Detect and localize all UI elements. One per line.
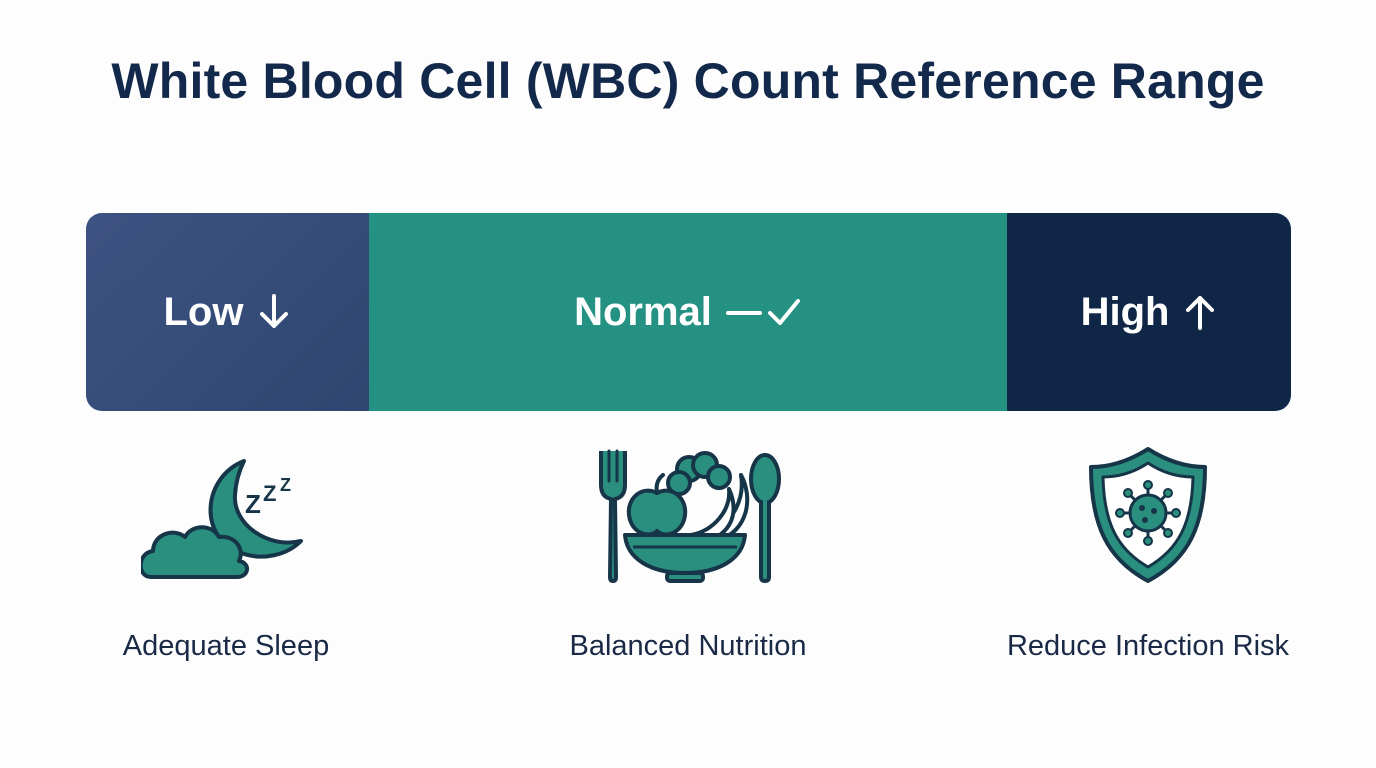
- svg-text:Z: Z: [280, 475, 291, 495]
- tip-label-infection: Reduce Infection Risk: [1006, 630, 1290, 662]
- tip-label-nutrition: Balanced Nutrition: [569, 630, 807, 662]
- tip-reduce-infection-risk: Reduce Infection Risk: [988, 440, 1308, 663]
- page-title: White Blood Cell (WBC) Count Reference R…: [111, 53, 1265, 109]
- shield-virus-icon: [1083, 440, 1213, 590]
- tip-adequate-sleep: Z Z Z Adequate Sleep: [106, 440, 346, 663]
- range-label-low: Low: [163, 289, 244, 334]
- range-segment-high: High: [1007, 213, 1291, 411]
- range-segment-low: Low: [86, 213, 369, 411]
- arrow-down-icon: [257, 292, 291, 332]
- svg-text:Z: Z: [245, 489, 261, 519]
- dash-check-icon: [725, 292, 802, 332]
- tip-balanced-nutrition: Balanced Nutrition: [548, 440, 828, 663]
- range-label-normal: Normal: [574, 289, 712, 334]
- range-segment-normal: Normal: [369, 213, 1007, 411]
- wbc-range-bar: Low Normal High: [86, 213, 1291, 411]
- svg-text:Z: Z: [263, 481, 276, 506]
- food-bowl-utensils-icon: [593, 440, 783, 590]
- tip-label-sleep: Adequate Sleep: [122, 630, 330, 662]
- range-label-high: High: [1080, 289, 1170, 334]
- arrow-up-icon: [1183, 292, 1217, 332]
- moon-cloud-sleep-icon: Z Z Z: [141, 440, 311, 590]
